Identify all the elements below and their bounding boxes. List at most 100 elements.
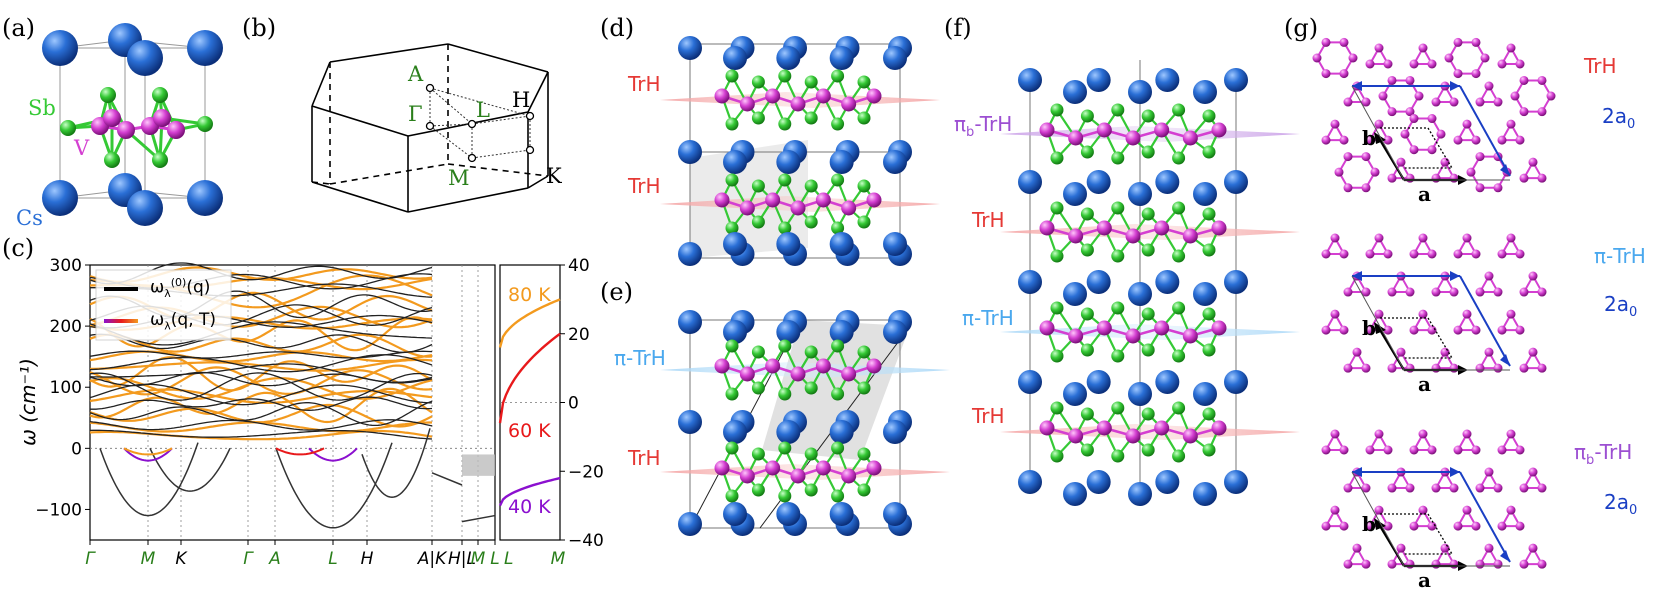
v-atom xyxy=(866,358,882,374)
vector-b-head xyxy=(1374,132,1386,144)
g-top-a: a xyxy=(1418,182,1431,206)
v-atom xyxy=(790,200,806,216)
cs-atom xyxy=(776,232,801,256)
v-atom xyxy=(1537,75,1547,85)
sb-atom xyxy=(1172,401,1186,415)
2a0-vector xyxy=(1459,275,1511,367)
cs-atom xyxy=(1086,270,1111,294)
v-atom xyxy=(1497,135,1507,145)
cs-atom xyxy=(1018,470,1042,494)
v-atom xyxy=(1321,37,1331,47)
v-atom xyxy=(1154,220,1170,236)
legend-swatch-T xyxy=(104,319,138,323)
v-atom xyxy=(1211,220,1227,236)
v-atom xyxy=(1096,320,1112,336)
sb-atom xyxy=(1141,307,1155,321)
v-atom xyxy=(1405,287,1415,297)
sb-atom xyxy=(1111,201,1125,215)
v-atom xyxy=(1449,173,1459,183)
soft-mode-T xyxy=(275,447,325,456)
v-atom xyxy=(1444,53,1454,63)
v-atom xyxy=(1515,521,1525,531)
v-atom xyxy=(1427,145,1437,155)
cs-atom xyxy=(829,502,854,526)
v-atom xyxy=(1519,287,1529,297)
cs-atom xyxy=(1224,68,1248,92)
sb-atom xyxy=(778,441,792,455)
v-atom xyxy=(765,88,781,104)
v-atom xyxy=(1418,505,1428,515)
bz-path xyxy=(429,87,531,117)
sb-atom xyxy=(725,489,739,503)
sb-atom xyxy=(857,215,871,229)
v-atom xyxy=(1427,325,1437,335)
v-atom xyxy=(1352,347,1362,357)
band-T xyxy=(89,356,433,392)
sb-atom xyxy=(152,87,168,103)
sb-atom xyxy=(804,483,818,497)
v-atom xyxy=(1462,233,1472,243)
k-point xyxy=(467,153,477,163)
sb-atom xyxy=(751,75,765,89)
v-atom xyxy=(1330,119,1340,129)
v-atom xyxy=(1361,97,1371,107)
soft-mode-T xyxy=(123,447,173,456)
cs-atom xyxy=(1155,370,1180,394)
cs-atom xyxy=(829,150,854,174)
v-atom xyxy=(1339,249,1349,259)
inset-x-tick-label: L xyxy=(504,549,513,569)
v-atom xyxy=(1312,53,1322,63)
cs-atom xyxy=(1063,182,1087,206)
band-T xyxy=(89,316,433,352)
v-atom xyxy=(1387,107,1397,117)
v-atom xyxy=(1374,505,1384,515)
x-tick-label: M xyxy=(471,549,486,569)
panel-label-f: (f) xyxy=(944,14,972,42)
inset-series-40K xyxy=(498,476,561,507)
v-atom xyxy=(1427,249,1437,259)
v-atom xyxy=(1330,505,1340,515)
sb-atom xyxy=(778,387,792,401)
v-atom xyxy=(1515,135,1525,145)
v-atom xyxy=(1039,320,1055,336)
cs-atom xyxy=(723,420,747,444)
v-atom xyxy=(1427,114,1437,124)
x-tick-label: K xyxy=(175,549,188,569)
sb-atom xyxy=(1080,407,1094,421)
v-atom xyxy=(1519,107,1529,117)
sb-atom xyxy=(1202,407,1216,421)
inset-y-tick-label: −20 xyxy=(568,462,604,482)
v-atom xyxy=(714,192,730,208)
band-T xyxy=(89,387,433,424)
v-atom xyxy=(1462,119,1472,129)
v-atom xyxy=(1096,220,1112,236)
bz-label-m: M xyxy=(448,166,470,190)
bz-path xyxy=(429,125,473,159)
sb-atom xyxy=(1202,307,1216,321)
sb-atom xyxy=(751,215,765,229)
v-atom xyxy=(1396,543,1406,553)
g-mid-b: b xyxy=(1362,316,1376,340)
cs-atom xyxy=(1128,382,1152,406)
sb-atom xyxy=(1202,145,1216,159)
sb-atom xyxy=(1172,301,1186,315)
v-atom xyxy=(1453,135,1463,145)
band-harmonic xyxy=(89,350,433,359)
panel-g-kagome-layers xyxy=(1312,37,1556,571)
cs-atom xyxy=(776,502,801,526)
cs-atom xyxy=(1128,482,1152,506)
v-atom xyxy=(1475,97,1485,107)
unit-cell xyxy=(1380,513,1454,555)
sb-atom xyxy=(778,117,792,131)
supercell-edge xyxy=(1351,275,1405,371)
cs-atom xyxy=(1193,282,1217,306)
v-atom xyxy=(1343,287,1353,297)
v-atom xyxy=(1365,445,1375,455)
sb-atom xyxy=(1141,243,1155,257)
arrow-head xyxy=(1352,467,1362,477)
v-atom xyxy=(765,192,781,208)
shaded-region xyxy=(462,454,495,476)
v-atom xyxy=(1321,249,1331,259)
sb-atom xyxy=(751,179,765,193)
f-label-trh-1: TrH xyxy=(972,208,1005,232)
